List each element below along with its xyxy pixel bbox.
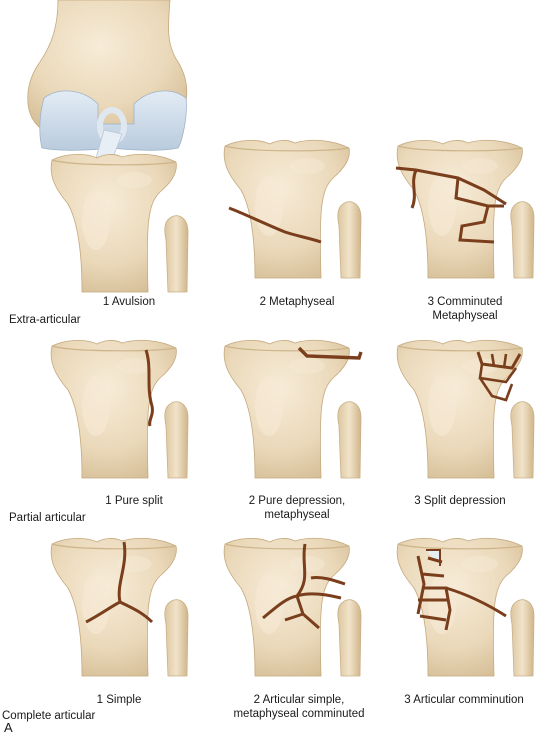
femur-knee-illustration xyxy=(27,0,188,161)
diagram-2-2-pure-depression xyxy=(223,339,363,479)
diagram-3-1-simple xyxy=(50,537,189,677)
caption-1-3: 3 Comminuted Metaphyseal xyxy=(427,296,503,322)
row-label-extra-articular: Extra-articular xyxy=(9,314,81,326)
caption-1-2: 2 Metaphyseal xyxy=(259,296,335,308)
diagram-3-2-articular-simple-metaphyseal-comminuted xyxy=(223,537,362,677)
caption-2-2: 2 Pure depression, metaphyseal xyxy=(248,495,346,521)
panel-letter: A xyxy=(4,720,13,735)
diagram-1-2-metaphyseal xyxy=(223,139,362,279)
diagram-2-1-pure-split xyxy=(50,339,189,479)
caption-2-1: 1 Pure split xyxy=(105,495,163,507)
caption-1-1: 1 Avulsion xyxy=(102,296,156,308)
diagram-3-3-articular-comminution xyxy=(396,537,535,677)
diagram-1-1-avulsion xyxy=(50,153,189,293)
diagram-2-3-split-depression xyxy=(396,339,535,479)
caption-2-3: 3 Split depression xyxy=(414,495,506,507)
diagram-1-3-comminuted-metaphyseal xyxy=(395,139,535,279)
row-label-complete-articular: Complete articular xyxy=(2,710,96,722)
caption-3-1: 1 Simple xyxy=(96,694,142,706)
caption-3-3: 3 Articular comminution xyxy=(404,694,524,706)
row-label-partial-articular: Partial articular xyxy=(9,512,86,524)
caption-3-2: 2 Articular simple, metaphyseal comminut… xyxy=(233,694,365,720)
